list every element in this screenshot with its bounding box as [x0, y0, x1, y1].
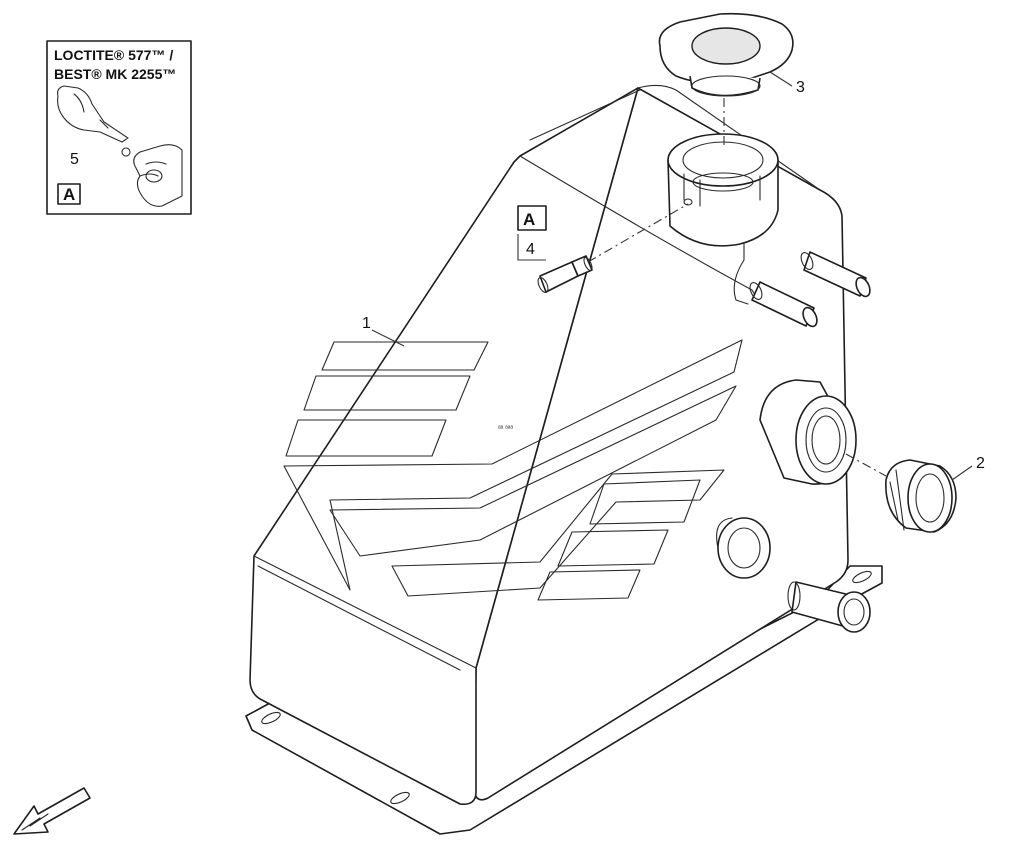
- fitting-ref-letter: A: [523, 210, 535, 229]
- legend-frame: [46, 40, 192, 215]
- fitting-assembly-line: [587, 203, 689, 263]
- mounting-hole: [390, 791, 410, 805]
- callout-label-tank: 1: [362, 315, 371, 332]
- tank-top-back-edge: [529, 89, 641, 141]
- brand-stripes: ᵃᵃ ᵃᵃᵃ: [283, 339, 743, 601]
- mounting-hole: [261, 711, 281, 725]
- tank-top-ridge: [637, 84, 821, 191]
- legend-ref-box: [57, 183, 81, 205]
- adhesive-bottle-icon: [57, 85, 131, 157]
- tank-lower-band: [253, 555, 477, 799]
- callout-label-plug: 2: [976, 455, 985, 472]
- adhesive-legend-box: LOCTITE® 577™ / BEST® MK 2255™ 5 A: [46, 40, 192, 215]
- threaded-plug: [885, 459, 957, 533]
- hose-nipple-lower: [749, 281, 818, 328]
- legend-line-2: BEST® MK 2255™: [54, 66, 176, 82]
- filler-neck: [667, 133, 779, 305]
- outlet-pipe: [787, 581, 871, 633]
- hose-nipple-upper: [800, 251, 871, 298]
- legend-line-1: LOCTITE® 577™ /: [54, 47, 173, 63]
- tank: ᵃᵃ ᵃᵃᵃ: [245, 84, 883, 835]
- legend-ref-letter: A: [63, 185, 75, 204]
- logo-mark-text: ᵃᵃ ᵃᵃᵃ: [498, 425, 513, 432]
- mounting-hole: [852, 570, 872, 584]
- callout-1: 1: [362, 315, 405, 347]
- callout-2: 2: [951, 455, 985, 481]
- legend-item-number: 5: [70, 151, 79, 168]
- drain-boss: [716, 517, 771, 579]
- threaded-boss: [759, 379, 857, 485]
- tank-right-face: [473, 87, 849, 801]
- plug-assembly-line: [845, 453, 887, 477]
- callout-label-fitting: 4: [526, 241, 535, 258]
- hand-icon: [133, 144, 183, 207]
- callout-label-cap: 3: [796, 79, 805, 96]
- filler-cap: [658, 12, 794, 97]
- bleed-fitting: [537, 255, 593, 293]
- fitting-ref-box: [517, 205, 547, 231]
- tank-top-edge: [519, 155, 759, 301]
- callout-4: A 4: [517, 205, 547, 261]
- front-direction-arrow-icon: [13, 787, 91, 835]
- callout-3: 3: [769, 71, 805, 96]
